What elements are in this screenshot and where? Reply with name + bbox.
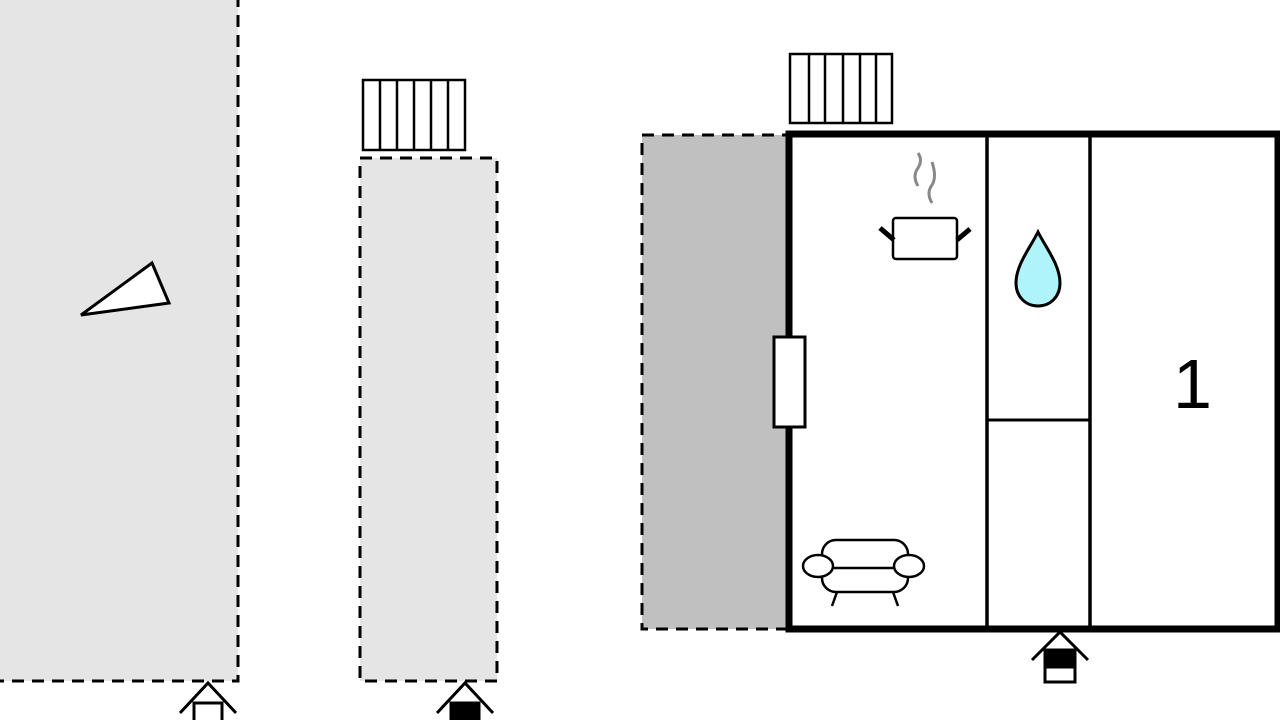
water-drop-icon (1014, 228, 1062, 308)
entrance-arrow-icon (178, 680, 238, 720)
sofa-icon (801, 538, 926, 607)
room-number-label: 1 (1173, 345, 1212, 423)
cooking-pot-icon (878, 152, 972, 261)
window-icon (772, 335, 807, 429)
radiator-icon (788, 52, 894, 125)
terrace-left (0, 0, 240, 683)
compass-icon (80, 260, 172, 317)
entrance-arrow-icon (435, 680, 495, 720)
entrance-arrow-icon (1030, 629, 1090, 684)
terrace-covered (640, 133, 790, 631)
radiator-icon (361, 78, 467, 152)
terrace-middle (358, 156, 499, 683)
